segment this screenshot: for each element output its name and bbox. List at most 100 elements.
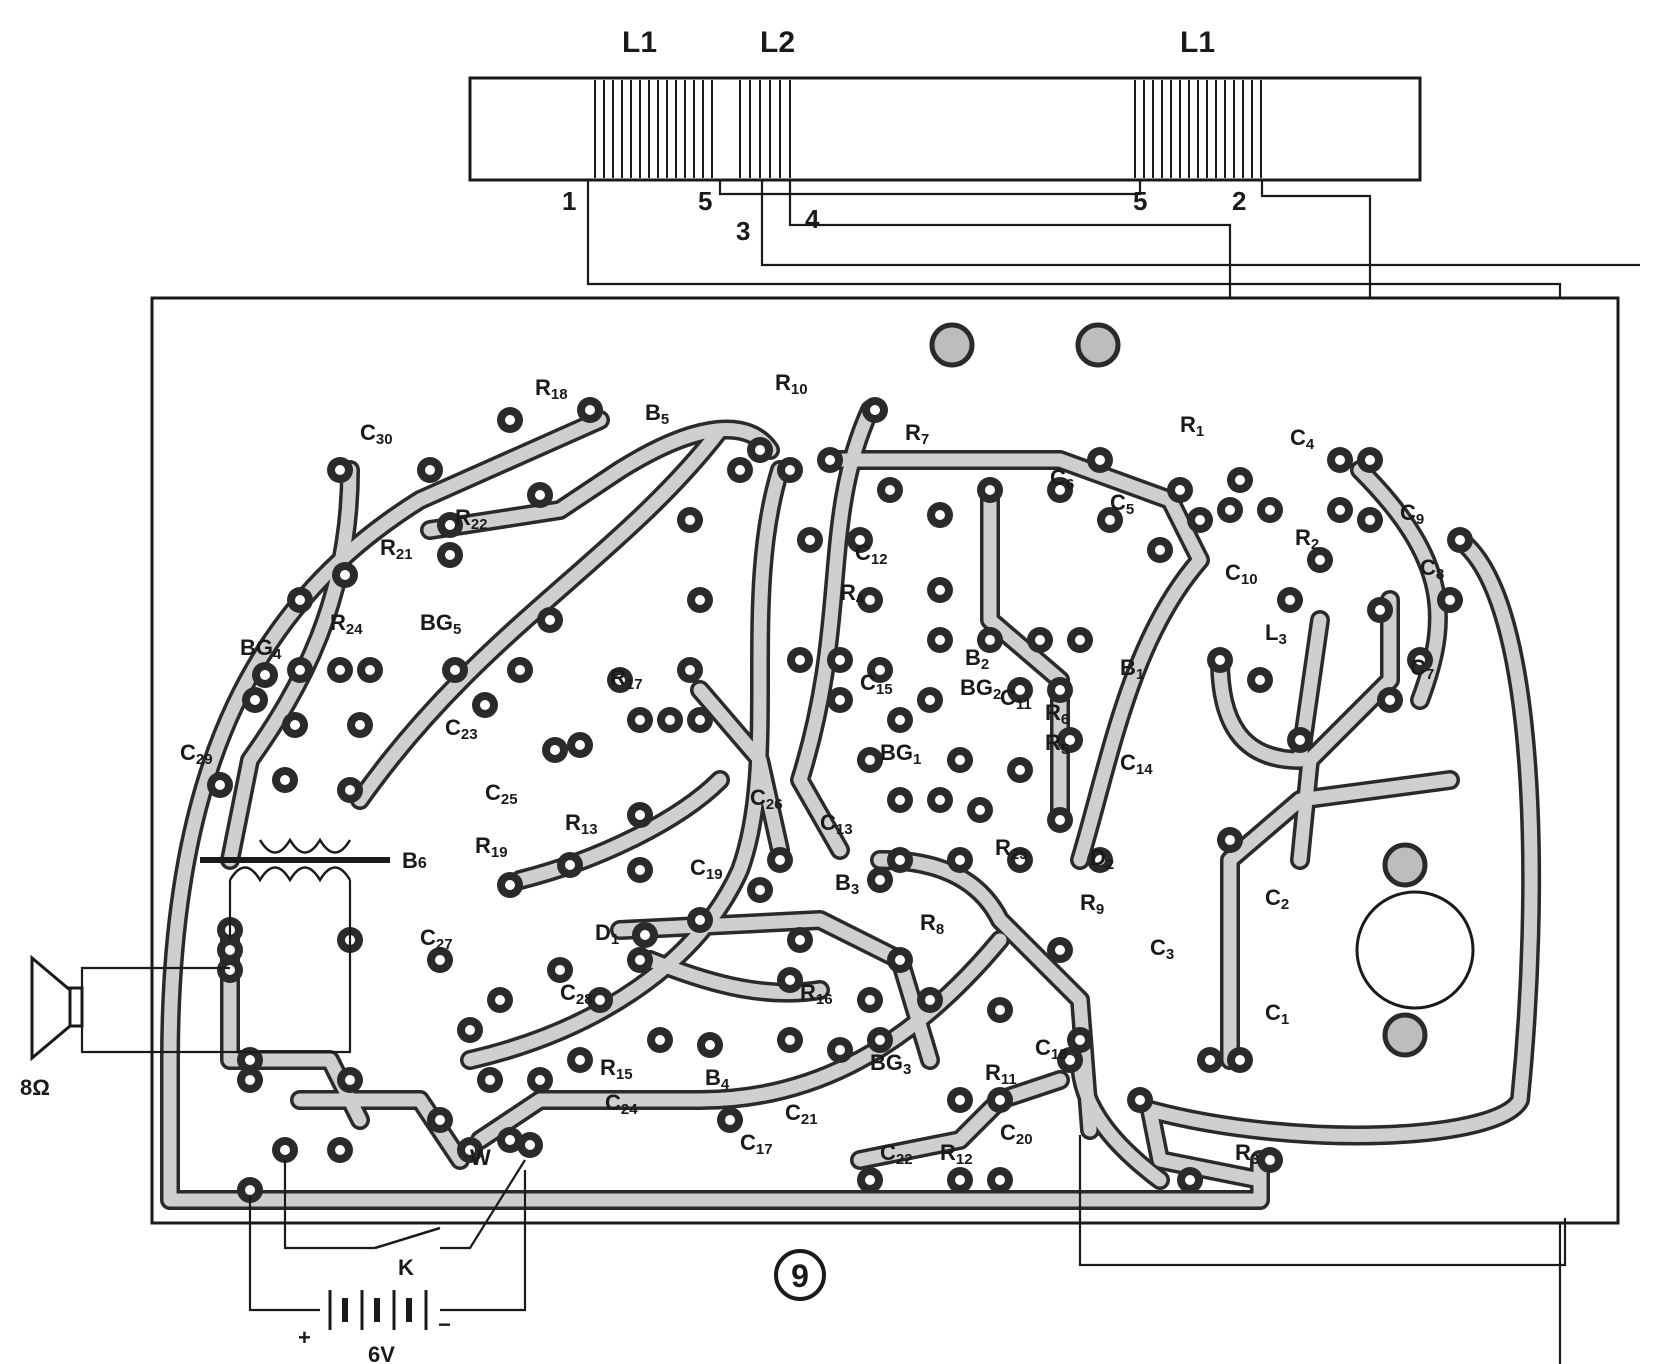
solder-pad-hole xyxy=(225,965,235,975)
solder-pad-hole xyxy=(585,405,595,415)
solder-pad-hole xyxy=(935,635,945,645)
component-label: R3 xyxy=(1235,1140,1259,1168)
solder-pad-hole xyxy=(595,995,605,1005)
pin-4: 4 xyxy=(805,204,820,234)
figure-number: 9 xyxy=(774,1249,826,1301)
solder-pad-hole xyxy=(805,535,815,545)
battery-voltage: 6V xyxy=(368,1342,395,1364)
solder-pad-hole xyxy=(465,1145,475,1155)
solder-pad-hole xyxy=(935,585,945,595)
solder-pad-hole xyxy=(295,595,305,605)
component-label: W xyxy=(470,1145,491,1170)
speaker-label: 8Ω xyxy=(20,1075,50,1100)
solder-pad-hole xyxy=(695,595,705,605)
solder-pad-hole xyxy=(365,665,375,675)
coil-l2 xyxy=(739,80,791,178)
solder-pad-hole xyxy=(1075,1035,1085,1045)
solder-pad-hole xyxy=(1055,945,1065,955)
solder-pad-hole xyxy=(935,795,945,805)
solder-pad-hole xyxy=(895,955,905,965)
solder-pad-hole xyxy=(1315,555,1325,565)
solder-pad-hole xyxy=(465,1025,475,1035)
solder-pad-hole xyxy=(1455,535,1465,545)
solder-pad-hole xyxy=(925,995,935,1005)
solder-pad-hole xyxy=(995,1095,1005,1105)
solder-pad-hole xyxy=(785,975,795,985)
solder-pad-hole xyxy=(895,715,905,725)
solder-pad-hole xyxy=(260,670,270,680)
solder-pad-hole xyxy=(835,1045,845,1055)
solder-pad-hole xyxy=(280,775,290,785)
coil-l1-right xyxy=(1134,80,1262,178)
solder-pad-hole xyxy=(870,405,880,415)
solder-pad-hole xyxy=(445,550,455,560)
solder-pad-hole xyxy=(925,695,935,705)
solder-pad-hole xyxy=(335,465,345,475)
solder-pad-hole xyxy=(1175,485,1185,495)
solder-pad-hole xyxy=(535,1075,545,1085)
solder-pad-hole xyxy=(1265,505,1275,515)
solder-pad-hole xyxy=(505,880,515,890)
solder-pad-hole xyxy=(955,855,965,865)
pin-2: 2 xyxy=(1232,186,1246,216)
solder-pad-hole xyxy=(1225,835,1235,845)
solder-pad-hole xyxy=(635,715,645,725)
coil-l1-left xyxy=(594,80,713,178)
solder-pad-hole xyxy=(345,1075,355,1085)
solder-pad-hole xyxy=(355,720,365,730)
solder-pad-hole xyxy=(735,465,745,475)
solder-pad-hole xyxy=(855,535,865,545)
solder-pad-hole xyxy=(535,490,545,500)
battery-switch: K + − 6V xyxy=(248,1159,527,1364)
solder-pad-hole xyxy=(1225,505,1235,515)
solder-pad-hole xyxy=(495,995,505,1005)
solder-pad-hole xyxy=(635,865,645,875)
solder-pad-hole xyxy=(975,805,985,815)
solder-pad-hole xyxy=(335,665,345,675)
switch-label: K xyxy=(398,1255,414,1280)
solder-pad-hole xyxy=(290,720,300,730)
bottom-lead-wire xyxy=(1078,1135,1567,1267)
solder-pad-hole xyxy=(1105,515,1115,525)
component-label: C15 xyxy=(860,670,893,698)
component-label: B1 xyxy=(1120,655,1144,683)
solder-pad-hole xyxy=(795,935,805,945)
solder-pad-hole xyxy=(1415,655,1425,665)
label-l1-right: L1 xyxy=(1180,26,1215,59)
component-label: R1 xyxy=(1180,412,1204,440)
mounting-holes xyxy=(929,322,1475,1058)
pin-5-left: 5 xyxy=(698,186,712,216)
solder-pad-hole xyxy=(505,1135,515,1145)
solder-pad-hole xyxy=(550,745,560,755)
pcb-traces xyxy=(160,400,1542,1210)
battery-plus: + xyxy=(298,1325,311,1350)
solder-pad-hole xyxy=(525,1140,535,1150)
speaker-icon: 8Ω xyxy=(20,940,352,1100)
solder-pad-hole xyxy=(755,885,765,895)
solder-pad-hole xyxy=(295,665,305,675)
solder-pad-hole xyxy=(885,485,895,495)
solder-pad-hole xyxy=(1185,1175,1195,1185)
solder-pad-hole xyxy=(515,665,525,675)
solder-pad-hole xyxy=(505,415,515,425)
solder-pad-hole xyxy=(435,1115,445,1125)
solder-pad-hole xyxy=(555,965,565,975)
solder-pad-hole xyxy=(615,675,625,685)
solder-pad-hole xyxy=(1235,1055,1245,1065)
solder-pad-hole xyxy=(685,665,695,675)
solder-pad-hole xyxy=(1335,505,1345,515)
pin-3: 3 xyxy=(736,216,750,246)
pin-1: 1 xyxy=(562,186,576,216)
solder-pad-hole xyxy=(340,570,350,580)
solder-pad-hole xyxy=(955,1175,965,1185)
solder-pad-hole xyxy=(1055,815,1065,825)
solder-pad-hole xyxy=(1135,1095,1145,1105)
solder-pad-hole xyxy=(245,1055,255,1065)
solder-pad-hole xyxy=(895,855,905,865)
solder-pad-hole xyxy=(1285,595,1295,605)
solder-pad-hole xyxy=(215,780,225,790)
solder-pad-hole xyxy=(485,1075,495,1085)
solder-pad-hole xyxy=(1095,455,1105,465)
